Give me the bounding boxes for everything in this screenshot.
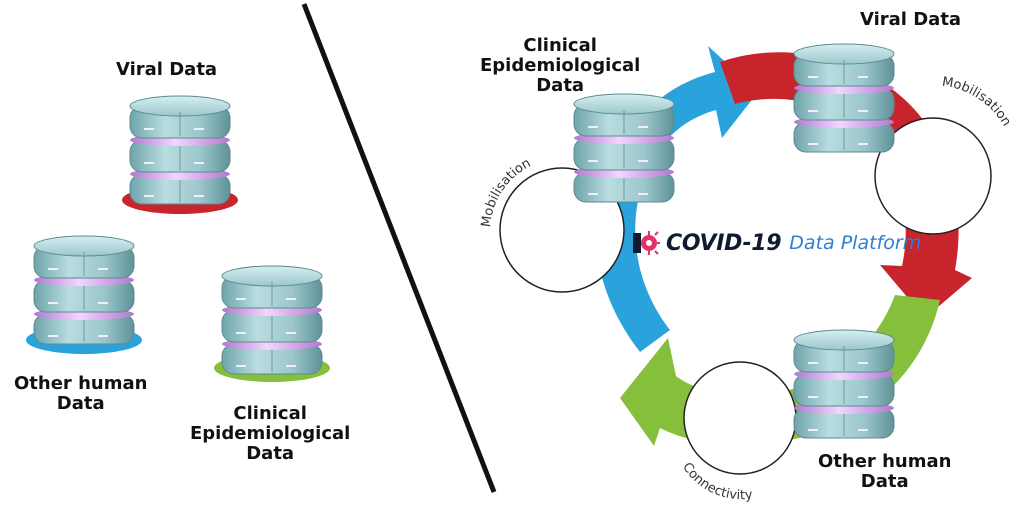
- cycle-arrow-icon: [720, 52, 972, 318]
- brand-data-platform: Data Platform: [789, 232, 922, 254]
- right-other-human-label: Other human Data: [818, 451, 952, 493]
- mobilisation-circle-top-right: [874, 117, 992, 235]
- database-icon: [793, 329, 895, 439]
- left-clinical-line2: Epidemiological: [190, 423, 351, 445]
- covid-data-platform-brand: COVID-19 Data Platform: [632, 226, 921, 260]
- right-clinical-label: Clinical Epidemiological Data: [480, 35, 641, 97]
- database-icon: [793, 43, 895, 153]
- database-icon: [129, 95, 231, 205]
- left-other-human-line2: Data: [56, 393, 105, 415]
- right-clinical-line1: Clinical: [523, 35, 597, 56]
- right-other-human-line1: Other human: [818, 451, 952, 472]
- virus-logo-icon: [633, 231, 660, 255]
- right-clinical-line2: Epidemiological: [480, 55, 641, 77]
- left-viral-data-text: Viral Data: [116, 59, 218, 80]
- left-other-human-line1: Other human: [14, 373, 148, 394]
- left-clinical-line1: Clinical: [233, 403, 307, 424]
- right-clinical-line3: Data: [536, 75, 585, 97]
- right-viral-data-label: Viral Data: [860, 9, 962, 30]
- left-viral-data-label: Viral Data: [116, 59, 218, 80]
- brand-covid-19: COVID-19: [666, 230, 782, 256]
- database-icon: [221, 265, 323, 375]
- right-viral-data-text: Viral Data: [860, 9, 962, 30]
- right-other-human-line2: Data: [860, 471, 909, 493]
- left-other-human-label: Other human Data: [14, 373, 148, 415]
- database-icon: [33, 235, 135, 345]
- left-clinical-label: Clinical Epidemiological Data: [190, 403, 351, 465]
- panel-divider: [301, 3, 497, 493]
- connectivity-circle-bottom: [683, 361, 797, 475]
- database-icon: [573, 93, 675, 203]
- left-clinical-line3: Data: [246, 443, 295, 465]
